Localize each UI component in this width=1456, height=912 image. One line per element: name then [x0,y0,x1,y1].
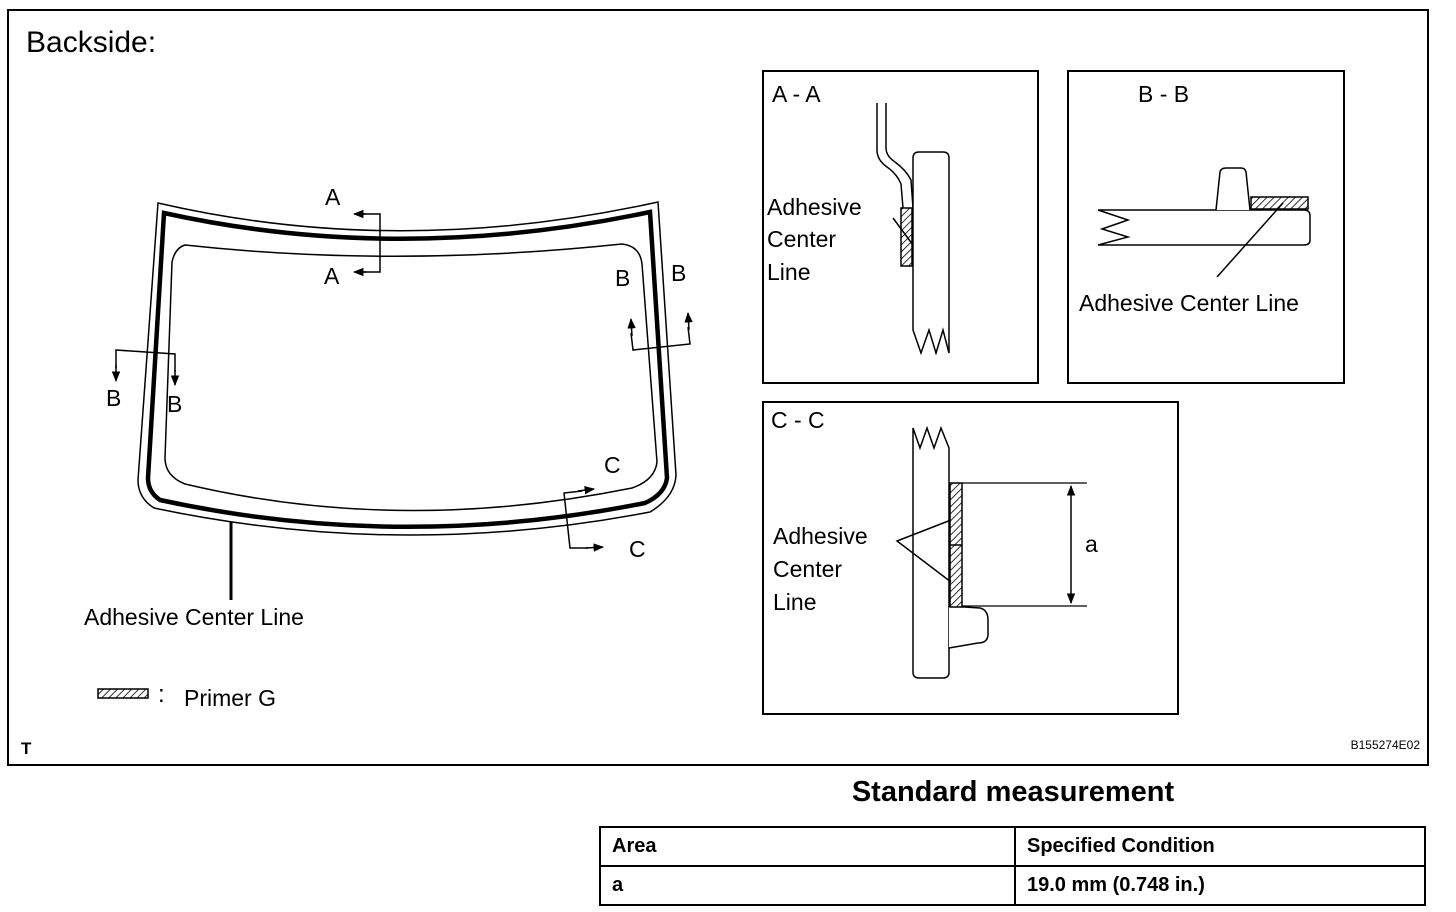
figure-code: B155274E02 [1351,738,1421,752]
section-b-right-line [630,326,691,351]
section-label-b-left-inner: B [167,391,182,417]
section-b-left-line [115,349,176,372]
aa-label-line-2: Center [767,226,836,252]
cell-specified-condition: 19.0 mm (0.748 in.) [1014,865,1426,906]
aa-body-panel [876,103,914,209]
aa-label-line-3: Line [767,259,810,285]
section-label-b-right-outer: B [671,260,686,286]
cc-label-line-1: Adhesive [773,523,868,549]
cc-leader [895,519,952,583]
standard-measurement-title: Standard measurement [851,776,1175,808]
bb-primer [1250,196,1309,210]
panel-section-aa: A - A Adhesive Center Line [762,70,1039,384]
cc-dimension-label: a [1085,531,1098,557]
section-c-line [563,490,588,549]
panel-section-bb: B - B Adhesive Center Line [1067,70,1345,384]
panel-aa-title: A - A [772,81,821,107]
header-area: Area [599,826,1016,867]
windshield-glass [137,201,677,536]
adhesive-line-path [145,209,670,530]
section-label-a-top: A [325,184,341,210]
aa-label-line-1: Adhesive [767,194,862,220]
table-row: a 19.0 mm (0.748 in.) [599,865,1426,906]
legend-primer-label: Primer G [184,685,276,711]
cell-area: a [599,865,1016,906]
primer-swatch [97,688,149,699]
panel-section-cc: C - C a Adhesive Center Line [762,401,1179,715]
windshield-adhesive-diagram: Backside: A A B B B B C C Adhesive Cente… [7,9,1429,766]
bb-label: Adhesive Center Line [1079,290,1299,316]
bb-glass [1097,209,1311,246]
section-label-a-bottom: A [324,263,340,289]
section-label-b-left-outer: B [106,385,121,411]
cc-label-line-3: Line [773,589,816,615]
standard-measurement-table: Area Specified Condition a 19.0 mm (0.74… [599,826,1426,906]
legend-separator: : [158,681,165,708]
corner-mark: T [21,739,32,758]
cc-label-line-2: Center [773,556,842,582]
aa-glass [912,151,950,356]
glass-inner-edge [164,243,658,512]
section-indicators [111,209,693,552]
cc-molding [948,605,989,649]
adhesive-center-line-label: Adhesive Center Line [84,604,304,630]
section-a-line [361,213,381,273]
header-specified-condition: Specified Condition [1014,826,1426,867]
section-label-c-lower: C [629,536,646,562]
table-header-row: Area Specified Condition [599,826,1426,867]
section-label-b-right-inner: B [615,265,630,291]
legend: : Primer G [97,681,276,711]
figure-frame [7,9,1429,766]
panel-bb-title: B - B [1138,81,1189,107]
main-title: Backside: [26,26,156,59]
section-label-c-upper: C [604,452,621,478]
panel-cc-title: C - C [771,407,825,433]
bb-molding [1215,167,1251,211]
cc-glass [912,425,950,679]
glass-outer-edge [137,201,677,536]
